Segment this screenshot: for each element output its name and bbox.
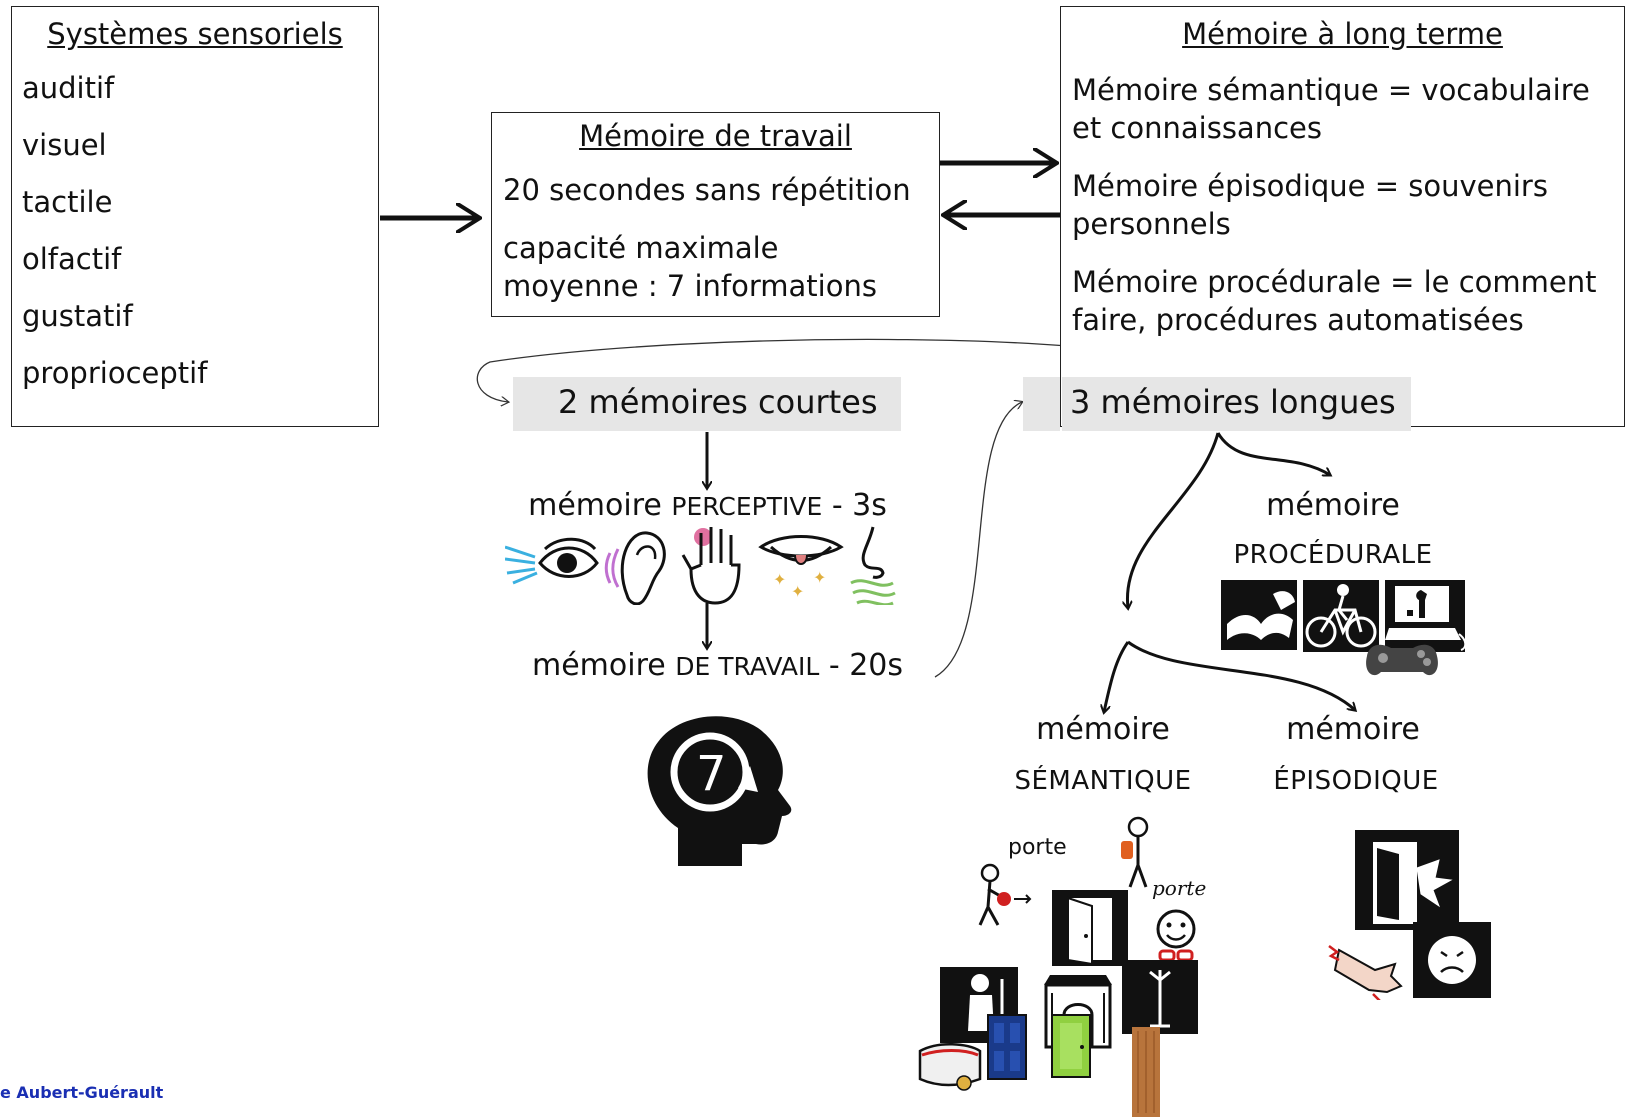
ear-icon: [604, 531, 666, 605]
svg-text:✦: ✦: [791, 582, 804, 601]
sense-item: olfactif: [22, 242, 122, 276]
gamepad-icon: [1366, 644, 1438, 676]
eye-icon: [505, 537, 599, 585]
head-number: 7: [696, 746, 727, 802]
person-backpack-icon: [1121, 816, 1149, 888]
person-carry-ball-icon: [978, 863, 1032, 926]
coat-rack-icon: [1122, 960, 1198, 1034]
short-memories-label: 2 mémoires courtes: [558, 383, 878, 421]
episodique-memory-caps: ÉPISODIQUE: [1273, 766, 1439, 796]
long-term-memory-box: Mémoire à long terme Mémoire sémantique …: [1060, 6, 1625, 427]
curve-travail-to-long: [934, 402, 1022, 678]
mouth-taste-icon: ✦ ✦ ✦: [758, 535, 844, 601]
working-memory-box: Mémoire de travail 20 secondes sans répé…: [491, 112, 940, 317]
sense-item: tactile: [22, 185, 113, 219]
sensory-systems-box: Systèmes sensoriels auditif visuel tacti…: [11, 6, 379, 427]
sense-item: proprioceptif: [22, 356, 208, 390]
sense-item: auditif: [22, 71, 115, 105]
branch-to-episodique: [1127, 640, 1355, 710]
svg-text:✦: ✦: [813, 568, 826, 587]
author-credit: e Aubert-Guérault: [0, 1083, 164, 1102]
working-memory-title: Mémoire de travail: [579, 119, 852, 153]
semantic-definition: Mémoire sémantique = vocabulaire et conn…: [1072, 73, 1590, 145]
working-memory-capacity: capacité maximale moyenne : 7 informatio…: [503, 231, 877, 303]
senses-pictogram-row: ✦ ✦ ✦: [505, 526, 896, 605]
procedural-pictograms: [1221, 580, 1467, 676]
nose-smell-icon: [850, 526, 896, 605]
episodique-memory-word: mémoire: [1286, 712, 1420, 747]
svg-text:✦: ✦: [773, 570, 786, 589]
short-memories-band: 2 mémoires courtes: [513, 377, 901, 431]
door-slam-icon: [1355, 830, 1459, 930]
working-memory-duration: 20 secondes sans répétition: [503, 173, 911, 207]
sense-item: gustatif: [22, 299, 133, 333]
procedural-definition: Mémoire procédurale = le comment faire, …: [1072, 265, 1597, 337]
episodic-pictograms: [1328, 830, 1491, 1000]
smiley-glasses-icon: [1156, 909, 1196, 962]
semantique-memory-word: mémoire: [1036, 712, 1170, 747]
blue-door-icon: [987, 1014, 1027, 1080]
procedurale-memory-word: mémoire: [1266, 488, 1400, 523]
sensory-systems-title: Systèmes sensoriels: [47, 17, 343, 51]
reading-book-icon: [1221, 580, 1297, 650]
porte-printed-word: porte: [1008, 835, 1067, 860]
sense-item: visuel: [22, 128, 107, 162]
branch-to-declarative: [1127, 432, 1220, 608]
porte-script-word: porte: [1152, 876, 1207, 900]
semantic-pictograms: [918, 816, 1198, 1117]
long-term-memory-title: Mémoire à long terme: [1182, 17, 1503, 51]
branch-to-semantique: [1104, 641, 1130, 712]
episodic-definition: Mémoire épisodique = souvenirs personnel…: [1072, 169, 1548, 241]
semantique-memory-caps: SÉMANTIQUE: [1014, 766, 1192, 796]
travail-memory-label: mémoire DE TRAVAIL - 20s: [531, 648, 904, 683]
long-memories-band: 3 mémoires longues: [1023, 377, 1411, 431]
wooden-door-icon: [1132, 1027, 1160, 1117]
long-memories-label: 3 mémoires longues: [1070, 383, 1396, 421]
green-door-icon: [1051, 1014, 1091, 1078]
hand-touch-icon: [681, 527, 741, 605]
door-open-icon: [1052, 890, 1128, 966]
pencil-case-icon: [918, 1043, 982, 1091]
branch-to-procedurale: [1216, 432, 1330, 475]
bicycle-icon: [1303, 580, 1379, 652]
procedurale-memory-caps: PROCÉDURALE: [1233, 540, 1433, 570]
sad-face-icon: [1413, 922, 1491, 998]
perceptive-memory-label: mémoire PERCEPTIVE - 3s: [528, 488, 887, 523]
hurt-hand-icon: [1328, 945, 1403, 1000]
laptop-chess-icon: [1385, 580, 1467, 652]
head-seven-icon: 7: [647, 716, 792, 866]
